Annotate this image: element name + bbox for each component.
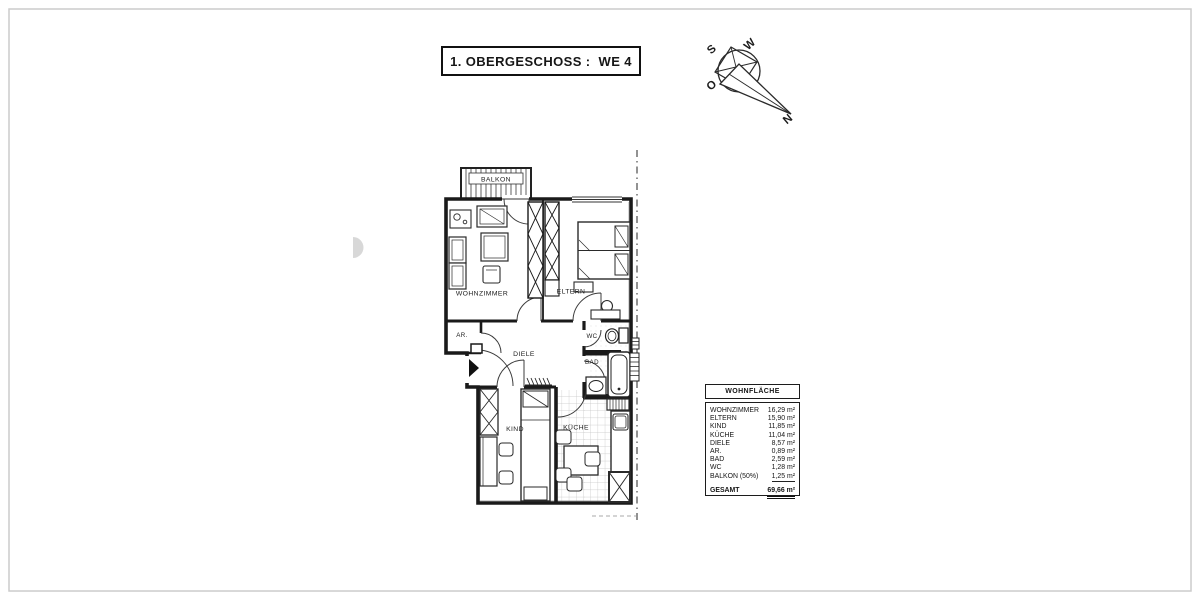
door-swings — [476, 198, 606, 418]
wardrobe-icon — [479, 388, 499, 436]
table-row: AR.0,89 m² — [710, 448, 795, 456]
bed-icon — [520, 388, 551, 502]
radiator-comb-icon — [525, 377, 552, 386]
parents-furniture — [573, 221, 631, 320]
toilet-tank-icon — [618, 327, 629, 344]
section-line — [592, 150, 638, 523]
installation-shafts — [527, 201, 560, 299]
kitchen-sink-icon — [612, 413, 629, 431]
compass-label-o: O — [705, 78, 720, 93]
drainer-icon — [606, 398, 630, 411]
compass-needle-icon — [718, 63, 792, 115]
toilet-icon — [604, 328, 620, 344]
room-label-balkon: BALKON — [481, 177, 511, 184]
kitchen-furniture — [555, 398, 631, 503]
room-label-kind: KIND — [506, 426, 524, 433]
bench-icon — [590, 309, 621, 320]
page-title: 1. OBERGESCHOSS : WE 4 — [441, 46, 641, 76]
compass-rose-icon — [714, 46, 792, 115]
chair-icon — [566, 476, 583, 492]
interior-walls — [446, 199, 631, 503]
compass-label-n: N — [781, 112, 795, 127]
nightstand-icon — [573, 281, 594, 293]
coffee-table-icon — [480, 232, 509, 262]
livingroom-furniture — [448, 205, 509, 290]
sofa-icon — [448, 262, 467, 290]
chair-icon — [498, 442, 514, 457]
sofa-icon — [448, 236, 467, 264]
radiator-icon — [631, 337, 640, 350]
room-label-ar: AR. — [456, 332, 468, 339]
chair-icon — [555, 429, 572, 445]
sink-icon — [585, 376, 607, 396]
chair-icon — [498, 470, 514, 485]
desk-icon — [479, 436, 498, 487]
chair-icon — [482, 265, 501, 284]
compass-label-s: S — [705, 43, 719, 57]
entry-door-post — [470, 343, 483, 354]
area-table-header: WOHNFLÄCHE — [705, 384, 800, 399]
room-label-wohnzimmer: WOHNZIMMER — [456, 291, 508, 298]
chair-icon — [584, 451, 601, 467]
room-label-wc: WC — [586, 333, 597, 340]
page-frame — [8, 8, 1192, 592]
scan-artifact — [353, 237, 364, 258]
radiator-icon — [629, 352, 640, 382]
entrance-arrow-icon — [469, 359, 479, 377]
tv-unit-icon — [449, 209, 472, 229]
child-furniture — [479, 388, 551, 502]
room-label-diele: DIELE — [513, 351, 535, 358]
window-icon — [572, 196, 622, 203]
room-label-eltern: ELTERN — [557, 289, 586, 296]
bathroom-fixtures — [585, 327, 640, 398]
balcony: BALKON — [460, 167, 532, 200]
room-label-kueche: KÜCHE — [563, 424, 589, 432]
room-label-bad: BAD — [585, 359, 599, 366]
table-row: BALKON (50%)1,25 m² — [710, 473, 795, 482]
